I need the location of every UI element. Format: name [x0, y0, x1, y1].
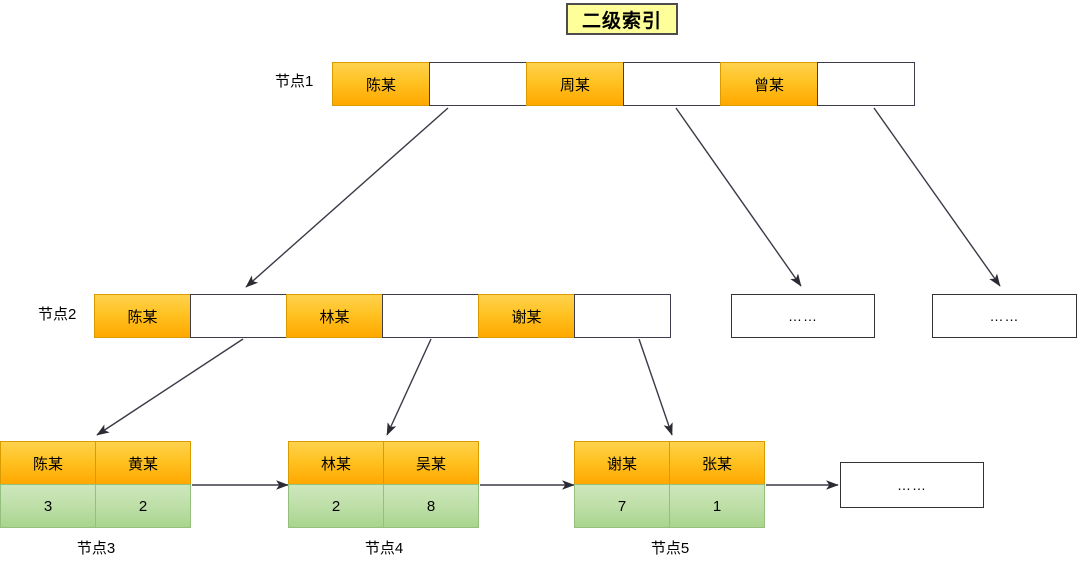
leaf-node3-caption: 节点3 [76, 540, 116, 557]
leaf-node3-key-1[interactable]: 陈某 [0, 441, 96, 485]
edge-n2p2-to-node4 [386, 338, 432, 436]
leaf-node4-caption: 节点4 [364, 540, 404, 557]
node2-key-3[interactable]: 谢某 [478, 294, 575, 338]
node1-key-2[interactable]: 周某 [526, 62, 624, 106]
edge-n2p1-to-node3 [96, 338, 244, 436]
leaf-tail-placeholder[interactable]: …… [840, 462, 984, 508]
node2-pointer-1[interactable] [190, 294, 287, 338]
level2-placeholder-2[interactable]: …… [932, 294, 1077, 338]
node1-key-3[interactable]: 曾某 [720, 62, 818, 106]
leaf-node3-keys: 陈某 黄某 [0, 441, 192, 485]
leaf-node5-value-2[interactable]: 1 [669, 484, 765, 528]
edge-n2p3-to-node5 [638, 338, 673, 436]
leaf-node5-value-1[interactable]: 7 [574, 484, 670, 528]
node2-row: 陈某 林某 谢某 [94, 294, 671, 338]
page-title: 二级索引 [566, 3, 678, 35]
node2-pointer-2[interactable] [382, 294, 479, 338]
leaf-node3-key-2[interactable]: 黄某 [95, 441, 191, 485]
leaf-node5: 谢某 张某 7 1 [574, 441, 766, 529]
leaf-node3: 陈某 黄某 3 2 [0, 441, 192, 529]
edge-n1p3-to-ellipsis2 [873, 107, 1001, 287]
edge-n1p2-to-ellipsis1 [675, 107, 802, 287]
node1-label: 节点1 [275, 73, 314, 90]
node1-pointer-2[interactable] [623, 62, 721, 106]
node2-pointer-3[interactable] [574, 294, 671, 338]
leaf-node5-keys: 谢某 张某 [574, 441, 766, 485]
leaf-node4-key-1[interactable]: 林某 [288, 441, 384, 485]
leaf-node5-key-1[interactable]: 谢某 [574, 441, 670, 485]
leaf-node4-values: 2 8 [288, 484, 480, 528]
leaf-node4-keys: 林某 吴某 [288, 441, 480, 485]
leaf-node4-value-2[interactable]: 8 [383, 484, 479, 528]
node2-key-2[interactable]: 林某 [286, 294, 383, 338]
leaf-node3-values: 3 2 [0, 484, 192, 528]
node2-label: 节点2 [38, 306, 77, 323]
node1-pointer-3[interactable] [817, 62, 915, 106]
edge-n1p1-to-n2 [245, 107, 449, 288]
node1-row: 陈某 周某 曾某 [332, 62, 915, 106]
node2-key-1[interactable]: 陈某 [94, 294, 191, 338]
leaf-node3-value-1[interactable]: 3 [0, 484, 96, 528]
node1-key-1[interactable]: 陈某 [332, 62, 430, 106]
leaf-node5-caption: 节点5 [650, 540, 690, 557]
node1-pointer-1[interactable] [429, 62, 527, 106]
leaf-node4-value-1[interactable]: 2 [288, 484, 384, 528]
level2-placeholder-1[interactable]: …… [731, 294, 875, 338]
leaf-node4-key-2[interactable]: 吴某 [383, 441, 479, 485]
leaf-node5-key-2[interactable]: 张某 [669, 441, 765, 485]
leaf-node3-value-2[interactable]: 2 [95, 484, 191, 528]
leaf-node4: 林某 吴某 2 8 [288, 441, 480, 529]
leaf-node5-values: 7 1 [574, 484, 766, 528]
